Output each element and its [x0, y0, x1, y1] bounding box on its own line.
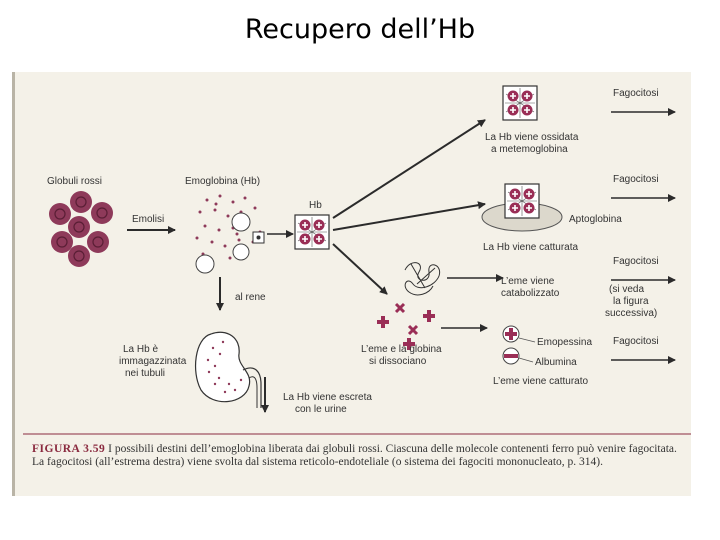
- red-blood-cells-icon: [49, 191, 113, 267]
- hemoglobin-dots-icon: [195, 194, 262, 260]
- label-hb-catturata: La Hb viene catturata: [483, 242, 578, 253]
- figure-panel: Globuli rossi Emolisi Emoglobina (Hb) Hb…: [12, 72, 691, 496]
- figure-caption: FIGURA 3.59 I possibili destini dell’emo…: [32, 443, 680, 469]
- svg-text:(si veda: (si veda: [609, 284, 644, 295]
- label-hb-urine: La Hb viene escreta con le urine: [283, 392, 372, 415]
- svg-text:La Hb viene escreta: La Hb viene escreta: [283, 392, 372, 403]
- svg-text:immagazzinata: immagazzinata: [119, 356, 187, 367]
- label-fagocitosi-2: Fagocitosi: [613, 174, 659, 185]
- label-fagocitosi-1: Fagocitosi: [613, 88, 659, 99]
- arrow-to-aptoglobina: [332, 201, 486, 231]
- label-emoglobina: Emoglobina (Hb): [185, 176, 260, 187]
- svg-text:con le urine: con le urine: [295, 404, 347, 415]
- label-emopessina: Emopessina: [537, 337, 592, 348]
- arrow-to-dissociazione: [332, 243, 388, 295]
- svg-text:L’eme viene: L’eme viene: [501, 276, 555, 287]
- methemoglobin-icon: [502, 85, 538, 121]
- svg-text:L’eme e la globina: L’eme e la globina: [361, 344, 442, 355]
- svg-text:La Hb è: La Hb è: [123, 344, 158, 355]
- slide-title: Recupero dell’Hb: [244, 14, 476, 45]
- svg-text:nei tubuli: nei tubuli: [125, 368, 165, 379]
- svg-text:si dissociano: si dissociano: [369, 356, 427, 367]
- label-eme-catabolizzato: L’eme viene catabolizzato: [501, 276, 560, 299]
- label-hb-tubuli: La Hb è immagazzinata nei tubuli: [119, 344, 187, 379]
- caption-number: FIGURA 3.59: [32, 443, 106, 455]
- label-aptoglobina: Aptoglobina: [569, 214, 622, 225]
- hb-molecule-icon: [294, 214, 330, 250]
- label-fagocitosi-4: Fagocitosi: [613, 336, 659, 347]
- svg-text:la figura: la figura: [613, 296, 649, 307]
- label-al-rene: al rene: [235, 292, 266, 303]
- hemoglobin-fate-diagram: Globuli rossi Emolisi Emoglobina (Hb) Hb…: [23, 85, 691, 435]
- globin-chain-icon: [404, 262, 441, 296]
- label-eme-catturato: L’eme viene catturato: [493, 376, 588, 387]
- svg-text:catabolizzato: catabolizzato: [501, 288, 560, 299]
- ghost-cells-icon: [195, 212, 251, 274]
- kidney-icon: [194, 331, 262, 408]
- svg-text:a metemoglobina: a metemoglobina: [491, 144, 568, 155]
- label-albumina: Albumina: [535, 357, 577, 368]
- label-hb: Hb: [309, 200, 322, 211]
- hb-haptoglobin-icon: [504, 183, 540, 219]
- label-eme-globina: L’eme e la globina si dissociano: [361, 344, 442, 367]
- label-vedi-figura: (si veda la figura successiva): [605, 284, 657, 319]
- arrow-to-ossidata: [332, 119, 486, 219]
- label-emolisi: Emolisi: [132, 214, 164, 225]
- caption-text: I possibili destini dell’emoglobina libe…: [32, 443, 677, 468]
- svg-text:La Hb viene ossidata: La Hb viene ossidata: [485, 132, 579, 143]
- label-fagocitosi-3: Fagocitosi: [613, 256, 659, 267]
- svg-text:successiva): successiva): [605, 308, 657, 319]
- label-globuli-rossi: Globuli rossi: [47, 176, 102, 187]
- label-ossidata: La Hb viene ossidata a metemoglobina: [485, 132, 579, 155]
